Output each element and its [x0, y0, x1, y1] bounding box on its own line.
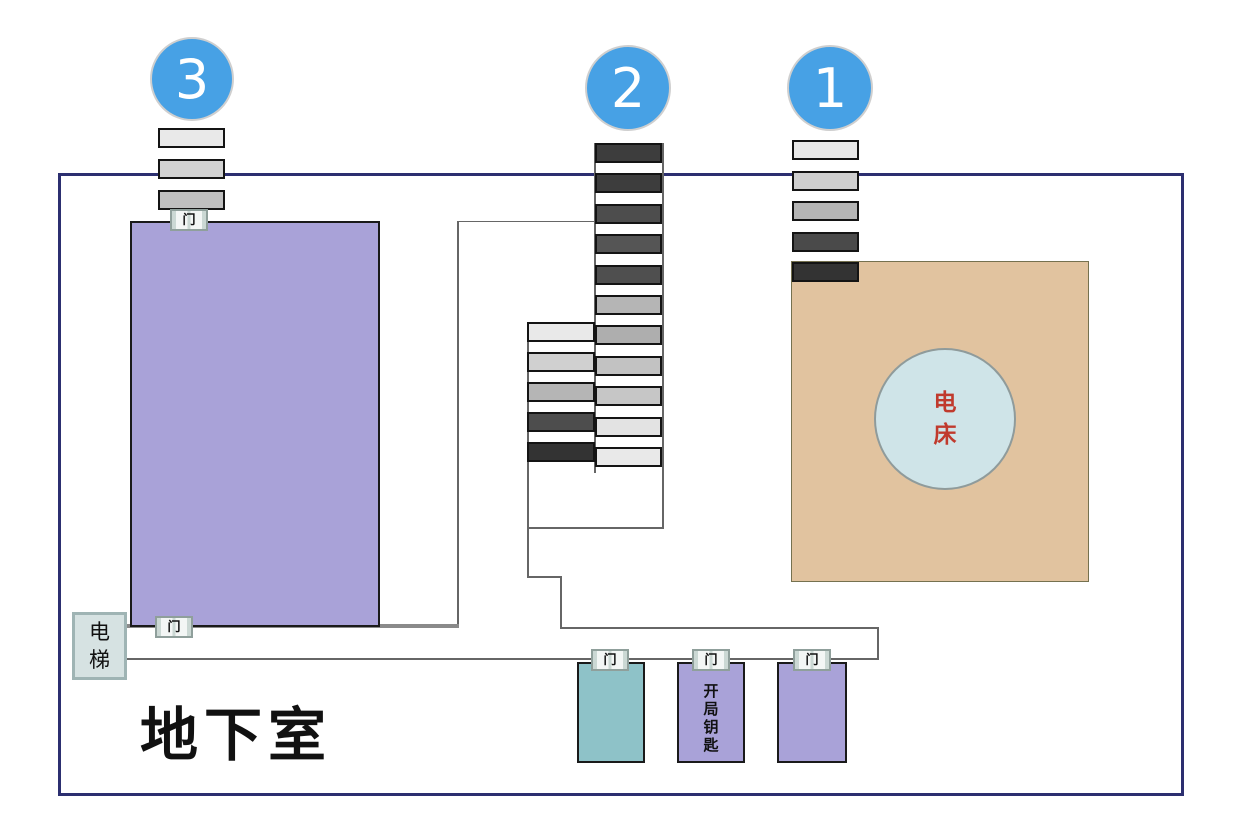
basement-title: 地下室	[140, 701, 333, 769]
stair-step	[595, 204, 662, 224]
stair-step	[158, 190, 225, 210]
door-label: 门	[704, 652, 718, 668]
stair-step	[792, 201, 859, 221]
wall-line	[877, 627, 879, 660]
exit-3-number: 3	[174, 47, 210, 111]
stair-step	[792, 140, 859, 160]
purple-small-room	[777, 662, 847, 763]
stair-step	[527, 322, 595, 342]
stair-step	[595, 143, 662, 163]
door-purple-room-top: 门	[170, 209, 208, 231]
stair-step	[595, 325, 662, 345]
exit-1-badge: 1	[787, 45, 873, 131]
stair-step	[595, 295, 662, 315]
stair-step	[595, 265, 662, 285]
start-key-label: 开 局 钥 匙	[703, 682, 719, 754]
corridor-line	[127, 658, 879, 660]
electric-bed-label: 电 床	[933, 389, 957, 448]
stair-step	[595, 173, 662, 193]
stair-step	[595, 386, 662, 406]
exit-2-badge: 2	[585, 45, 671, 131]
stair-step	[792, 262, 859, 282]
stair-step	[158, 128, 225, 148]
corridor-line	[560, 627, 879, 629]
stair-step	[595, 417, 662, 437]
start-key-room: 开 局 钥 匙	[677, 662, 745, 763]
stair-step	[527, 442, 595, 462]
stair-step	[792, 232, 859, 252]
door-purple-small-room: 门	[793, 649, 831, 671]
door-label: 门	[805, 652, 819, 668]
large-purple-room	[130, 221, 380, 627]
exit-1-number: 1	[812, 56, 848, 120]
electric-bed-circle: 电 床	[874, 348, 1016, 490]
door-label: 门	[603, 652, 617, 668]
wall-line	[457, 221, 595, 222]
stairwell-wall	[662, 143, 664, 529]
stair-step	[158, 159, 225, 179]
elevator-label: 电 梯	[89, 619, 110, 672]
exit-3-badge: 3	[150, 37, 234, 121]
stair-step	[792, 171, 859, 191]
stair-step	[595, 447, 662, 467]
stair-step	[527, 352, 595, 372]
stair-step	[527, 412, 595, 432]
door-teal-room: 门	[591, 649, 629, 671]
elevator-box: 电 梯	[72, 612, 127, 680]
stair-step	[527, 382, 595, 402]
door-start-key-room: 门	[692, 649, 730, 671]
stairwell-wall	[527, 527, 664, 529]
teal-small-room	[577, 662, 645, 763]
exit-2-number: 2	[610, 56, 646, 120]
wall-line	[457, 221, 459, 627]
wall-line	[527, 576, 562, 578]
stair-step	[595, 356, 662, 376]
stair-step	[595, 234, 662, 254]
door-purple-room-bottom: 门	[155, 616, 193, 638]
wall-line	[560, 576, 562, 629]
door-label: 门	[182, 212, 196, 228]
door-label: 门	[167, 619, 181, 635]
